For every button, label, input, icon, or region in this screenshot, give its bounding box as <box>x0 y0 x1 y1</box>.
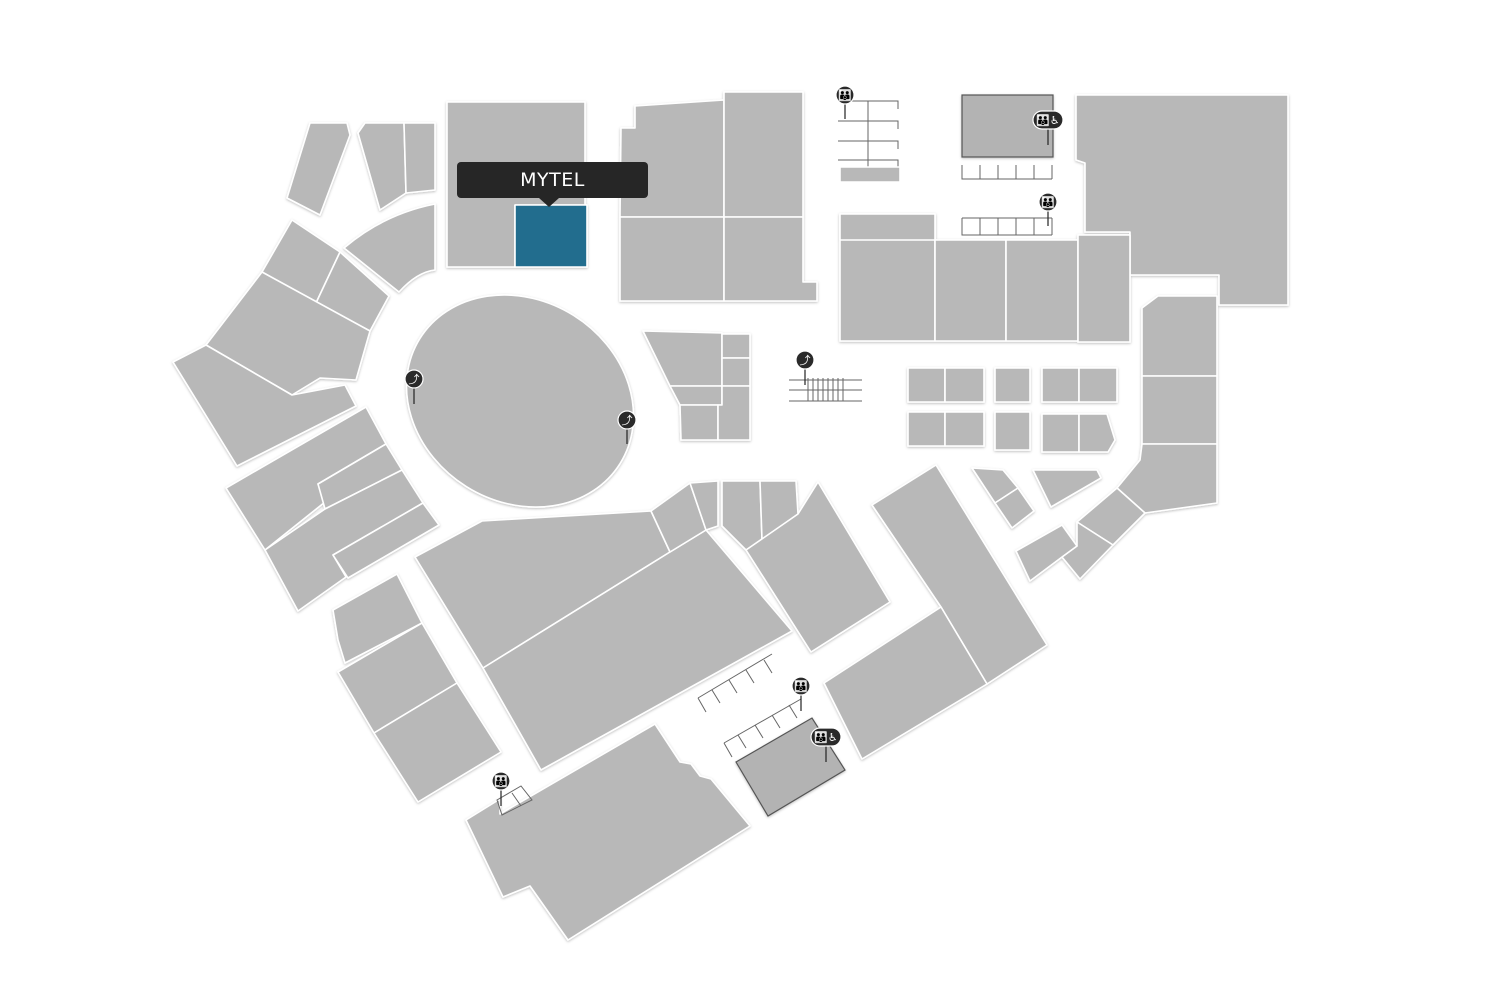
store-unit[interactable] <box>373 682 502 803</box>
store-unit[interactable] <box>642 330 723 387</box>
store-unit[interactable] <box>482 529 793 771</box>
store-unit[interactable] <box>871 464 1048 685</box>
restroom-icon[interactable]: 👪 <box>791 676 811 711</box>
store-unit[interactable] <box>172 344 357 467</box>
kiosk[interactable] <box>907 411 946 447</box>
svg-text:⤴: ⤴ <box>409 372 420 386</box>
store-unit[interactable] <box>934 239 1007 342</box>
svg-text:👪: 👪 <box>1041 196 1055 209</box>
store-unit[interactable] <box>1141 295 1218 377</box>
escalator-icon[interactable]: ⤴ <box>404 369 424 404</box>
central-atrium <box>405 294 635 508</box>
store-unit[interactable] <box>745 481 891 653</box>
kiosk[interactable] <box>994 367 1031 403</box>
accessible-restroom-icon[interactable]: 👪♿ <box>1032 110 1064 145</box>
restroom-icon[interactable]: 👪 <box>1038 192 1058 226</box>
kiosk[interactable] <box>944 367 985 403</box>
store-unit[interactable] <box>619 216 725 302</box>
store-unit[interactable] <box>1061 521 1114 580</box>
store-unit[interactable] <box>619 99 725 218</box>
store-unit[interactable] <box>679 404 719 441</box>
store-unit[interactable] <box>465 723 751 941</box>
kiosk[interactable] <box>1032 469 1102 508</box>
store-unit[interactable] <box>723 216 818 302</box>
store-unit[interactable] <box>721 333 751 359</box>
kiosk[interactable] <box>994 487 1035 529</box>
store-unit[interactable] <box>1005 239 1079 342</box>
kiosk[interactable] <box>907 367 946 403</box>
store-name-tooltip: MYTEL <box>457 162 648 207</box>
store-unit[interactable] <box>1077 234 1131 343</box>
accessible-restroom-icon[interactable]: 👪♿ <box>810 727 842 762</box>
kiosk[interactable] <box>1078 367 1118 403</box>
svg-text:👪♿: 👪♿ <box>814 731 838 744</box>
restroom-icon[interactable]: 👪 <box>835 85 855 119</box>
store-unit[interactable] <box>343 203 436 293</box>
map-pins: 👪 👪♿ 👪 ⤴ ⤴ ⤴ 👪 👪♿ 👪 <box>404 85 1064 806</box>
store-unit[interactable] <box>721 480 763 551</box>
escalator-icon[interactable]: ⤴ <box>795 350 815 385</box>
kiosk[interactable] <box>1041 413 1080 453</box>
kiosk[interactable] <box>1041 367 1080 403</box>
selected-store-mytel[interactable] <box>514 204 588 268</box>
store-unit[interactable] <box>689 480 719 531</box>
svg-text:⤴: ⤴ <box>800 353 811 367</box>
store-unit[interactable] <box>839 166 901 183</box>
kiosk[interactable] <box>1078 413 1116 453</box>
restroom-stalls <box>496 100 1053 816</box>
store-unit[interactable] <box>723 91 804 218</box>
store-name-label: MYTEL <box>520 169 585 191</box>
svg-text:⤴: ⤴ <box>622 413 633 427</box>
kiosk[interactable] <box>994 411 1031 451</box>
store-unit[interactable] <box>1015 524 1078 582</box>
svg-text:👪: 👪 <box>838 89 852 102</box>
store-unit[interactable] <box>839 213 936 241</box>
store-unit[interactable] <box>1141 375 1218 445</box>
store-unit[interactable] <box>721 357 751 387</box>
store-unit[interactable] <box>332 502 440 579</box>
store-unit[interactable] <box>717 385 751 441</box>
svg-text:👪♿: 👪♿ <box>1036 114 1060 127</box>
store-unit[interactable] <box>403 122 436 194</box>
svg-text:👪: 👪 <box>794 680 808 693</box>
store-unit[interactable] <box>823 606 988 760</box>
store-unit[interactable] <box>286 122 351 216</box>
store-unit[interactable] <box>332 573 423 664</box>
svg-text:👪: 👪 <box>494 775 508 788</box>
escalator-icon[interactable]: ⤴ <box>617 410 637 444</box>
store-unit[interactable] <box>669 385 723 406</box>
restroom-icon[interactable]: 👪 <box>491 771 511 806</box>
store-unit[interactable] <box>357 122 407 211</box>
kiosk[interactable] <box>944 411 985 447</box>
